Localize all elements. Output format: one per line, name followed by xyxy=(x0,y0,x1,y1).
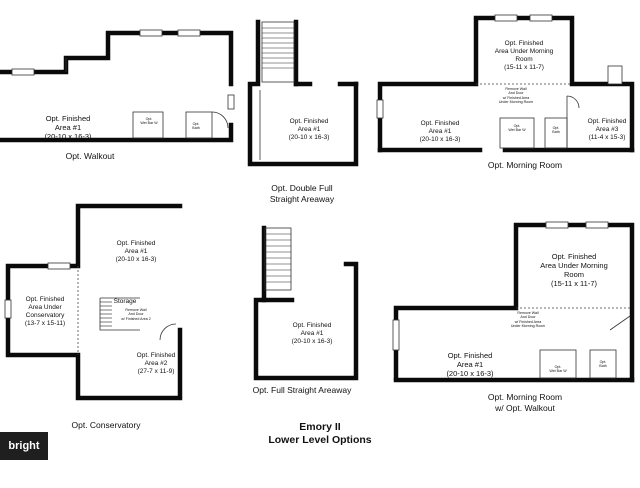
double-areaway-room-label: Opt. Finished Area #1 (20-10 x 16-3) xyxy=(288,118,330,141)
window-mark xyxy=(139,29,163,37)
morning-walkout-caption: Opt. Morning Room w/ Opt. Walkout xyxy=(487,392,563,413)
walkout-bath-label: Opt. Bath xyxy=(192,122,200,131)
stair-treads xyxy=(265,233,291,283)
plan-morning-walkout xyxy=(392,221,635,383)
page-subtitle: Lower Level Options xyxy=(268,434,372,446)
morning-room-area3-label: Opt. Finished Area #3 (11-4 x 15-3) xyxy=(587,118,627,141)
conservatory-room-label: Opt. Finished Area Under Conservatory (1… xyxy=(24,296,66,327)
morning-room-bath-label: Opt. Bath xyxy=(552,126,560,135)
window-mark xyxy=(11,68,35,76)
morning-walkout-area1-label: Opt. Finished Area #1 (20-10 x 16-3) xyxy=(446,351,494,378)
conservatory-area1-label: Opt. Finished Area #1 (20-10 x 16-3) xyxy=(115,240,157,263)
conservatory-caption: Opt. Conservatory xyxy=(71,420,141,430)
morning-walkout-upper-label: Opt. Finished Area Under Morning Room (1… xyxy=(540,252,608,288)
walkout-caption: Opt. Walkout xyxy=(65,151,115,161)
page-title: Emory II xyxy=(299,421,341,433)
morning-walkout-note-label: Remove Wall And Door w/ Finished Area Un… xyxy=(510,311,546,329)
conservatory-storage-label: Storage xyxy=(113,298,137,305)
walkout-wetbar-label: Opt. Wet Bar W xyxy=(140,117,158,126)
door-mark xyxy=(227,94,235,110)
plan-double-areaway xyxy=(247,19,359,167)
window-mark xyxy=(177,29,201,37)
double-areaway-caption: Opt. Double Full Straight Areaway xyxy=(269,183,335,204)
plan-walkout xyxy=(0,29,235,143)
door-swing xyxy=(211,111,229,129)
plan-morning-room xyxy=(376,14,635,153)
walkout-area1-label: Opt. Finished Area #1 (20-10 x 16-3) xyxy=(44,114,92,141)
full-areaway-caption: Opt. Full Straight Areaway xyxy=(252,385,352,395)
stair-treads xyxy=(262,27,294,69)
mls-watermark: bright MLS xyxy=(0,432,48,480)
morning-walkout-bath-label: Opt. Bath xyxy=(599,360,607,369)
full-areaway-room-label: Opt. Finished Area #1 (20-10 x 16-3) xyxy=(291,322,333,345)
morning-room-upper-label: Opt. Finished Area Under Morning Room (1… xyxy=(494,40,554,71)
morning-room-wetbar-label: Opt. Wet Bar W xyxy=(508,124,526,133)
morning-room-note-label: Remove Wall And Door w/ Finished Area Un… xyxy=(498,87,534,105)
morning-walkout-wetbar-label: Opt. Wet Bar W xyxy=(549,365,567,374)
morning-room-caption: Opt. Morning Room xyxy=(487,160,563,170)
conservatory-note-label: Remove Wall And Door w/ Finished Area 2 xyxy=(121,308,151,321)
floor-plans-drawing xyxy=(0,14,635,401)
morning-room-area1-label: Opt. Finished Area #1 (20-10 x 16-3) xyxy=(419,120,461,143)
conservatory-area2-label: Opt. Finished Area #2 (27-7 x 11-9) xyxy=(136,352,176,375)
stair-treads xyxy=(100,301,112,327)
plan-conservatory xyxy=(4,203,183,401)
plan-full-areaway xyxy=(253,225,359,381)
